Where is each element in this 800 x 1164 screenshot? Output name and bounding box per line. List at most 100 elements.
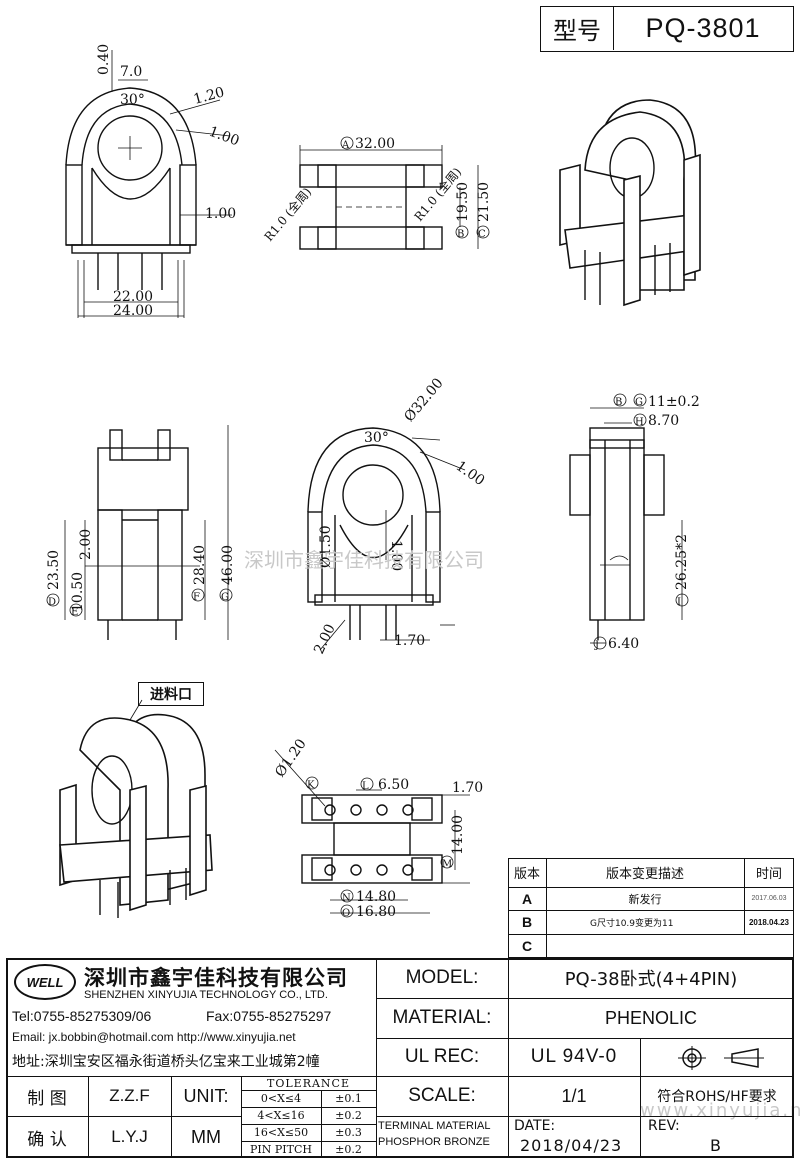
right-dim-2: 26.25*2 — [674, 534, 690, 590]
rev-row-b-desc: G尺寸10.9变更为11 — [590, 918, 674, 929]
tol-range-2: 16<X≤50 — [253, 1126, 309, 1139]
right-marker-j: J — [594, 640, 599, 651]
bottom-dim-5: 16.80 — [356, 904, 396, 920]
company-name-en: SHENZHEN XINYUJIA TECHNOLOGY CO., LTD. — [84, 989, 328, 1001]
model-label: MODEL: — [405, 967, 479, 988]
material-value: PHENOLIC — [604, 1007, 698, 1028]
right-dim-0: 11±0.2 — [648, 394, 700, 410]
terminal-material-label: TERMINAL MATERIAL — [378, 1120, 491, 1132]
company-name-cn: 深圳市鑫宇佳科技有限公司 — [84, 966, 348, 990]
mid-marker-c: C — [478, 229, 486, 240]
bottom-marker-l: L — [362, 781, 369, 792]
mid-marker-a: A — [341, 140, 350, 151]
projection-symbol-icon — [678, 1046, 764, 1070]
mid-dim-0: 32.00 — [355, 136, 395, 152]
side-dim-0: 23.50 — [46, 550, 62, 590]
tol-value-2: ±0.3 — [335, 1126, 362, 1139]
center-dim-6: 1.70 — [394, 633, 425, 649]
front-dim-5: 1.00 — [205, 206, 236, 222]
model-header: 型号 PQ-3801 — [540, 6, 794, 52]
right-marker-i: I — [677, 597, 681, 608]
side-dim-4: 46.00 — [220, 545, 236, 585]
side-marker-d: D — [48, 597, 56, 608]
side-dim-3: 28.40 — [192, 545, 208, 585]
company-logo-text: WELL — [26, 974, 64, 990]
right-dim-3: 6.40 — [608, 636, 639, 652]
ulrec-label: UL REC: — [404, 1046, 480, 1067]
drawn-by: Z.Z.F — [109, 1086, 150, 1105]
bottom-dim-2: 1.70 — [452, 780, 483, 796]
right-marker-h: H — [635, 417, 644, 428]
checked-by: L.Y.J — [111, 1127, 148, 1146]
iso-view-bottom-left — [59, 699, 213, 918]
right-marker-b: B — [615, 397, 622, 408]
right-marker-g: G — [635, 397, 643, 408]
rev-label: REV: — [648, 1118, 680, 1134]
tol-range-0: 0<X≤4 — [260, 1092, 302, 1105]
feed-inlet-label: 进料口 — [150, 687, 192, 703]
terminal-material-value: PHOSPHOR BRONZE — [378, 1136, 490, 1148]
tol-value-1: ±0.2 — [335, 1109, 362, 1122]
mid-dim-3: 19.50 — [455, 182, 471, 222]
tol-range-1: 4<X≤16 — [257, 1109, 305, 1122]
rev-header-version: 版本 — [513, 867, 540, 882]
bottom-dim-0: Ø1.20 — [272, 736, 310, 780]
model-value: PQ-38卧式(4+4PIN) — [564, 969, 738, 990]
center-dim-2: 1.00 — [453, 458, 488, 489]
rev-row-a-date: 2017.06.03 — [751, 895, 787, 902]
company-email: Email: jx.bobbin@hotmail.com http://www.… — [12, 1030, 296, 1044]
side-marker-f: F — [193, 592, 200, 603]
front-dim-4: 1.00 — [207, 124, 242, 150]
date-value: 2018/04/23 — [520, 1136, 623, 1155]
side-dim-2: 10.50 — [70, 572, 86, 612]
unit-value: MM — [191, 1126, 221, 1147]
center-dim-3: 1.00 — [388, 540, 404, 571]
rev-header-desc: 版本变更描述 — [605, 867, 684, 882]
watermark-company: 深圳市鑫宇佳科技有限公司 — [244, 548, 484, 572]
front-dim-0: 0.40 — [96, 44, 112, 75]
side-view-left: D 23.50 2.00 E 10.50 F 28.40 G 46.00 — [46, 425, 236, 640]
tol-value-0: ±0.1 — [335, 1092, 362, 1105]
rev-row-b-rev: B — [521, 914, 533, 930]
rev-row-c-rev: C — [521, 938, 533, 954]
date-label: DATE: — [514, 1118, 556, 1134]
bottom-marker-n: N — [342, 893, 351, 904]
rev-row-a-desc: 新发行 — [628, 892, 662, 906]
watermark-url: www.xinyujia.net — [640, 1100, 800, 1121]
rev-header-date: 时间 — [755, 867, 782, 882]
front-dim-7: 24.00 — [113, 303, 153, 319]
mid-marker-b: B — [457, 229, 464, 240]
rev-row-a-rev: A — [521, 890, 533, 907]
title-block: WELL 深圳市鑫宇佳科技有限公司 SHENZHEN XINYUJIA TECH… — [6, 958, 794, 1158]
front-dim-1: 7.0 — [120, 64, 142, 80]
revision-table: 版本 版本变更描述 时间 A 新发行 2017.06.03 B G尺寸10.9变… — [508, 858, 794, 958]
rohs-note: 符合ROHS/HF要求 — [657, 1089, 777, 1105]
bottom-dim-1: 6.50 — [378, 777, 409, 793]
drawn-label: 制 图 — [27, 1088, 67, 1109]
feed-inlet-callout: 进料口 — [138, 682, 204, 706]
model-header-label: 型号 — [541, 7, 614, 50]
bottom-view: K Ø1.20 L 6.50 1.70 M 14.00 N 14.80 O 16… — [272, 736, 483, 920]
part-number: PQ-3801 — [645, 13, 761, 43]
iso-view-top-right — [559, 99, 701, 307]
side-dim-1: 2.00 — [78, 529, 94, 560]
bottom-marker-m: M — [442, 859, 452, 870]
rev-row-b-date: 2018.04.23 — [748, 917, 790, 927]
right-dim-1: 8.70 — [648, 413, 679, 429]
center-view: Ø32.00 30° 1.00 1.00 Ø1.50 2.00 1.70 — [307, 375, 488, 657]
tol-value-3: ±0.2 — [335, 1143, 362, 1156]
center-dim-5: 2.00 — [311, 622, 339, 657]
side-marker-e: E — [71, 607, 78, 618]
company-tel: Tel:0755-85275309/06 — [12, 1008, 152, 1024]
unit-label: UNIT: — [183, 1085, 229, 1106]
right-view: B G 11±0.2 H 8.70 I 26.25*2 J 6.40 — [569, 393, 700, 652]
bottom-marker-k: K — [307, 780, 315, 791]
bottom-marker-o: O — [342, 908, 350, 919]
mid-dim-4: 21.50 — [476, 182, 492, 222]
front-view: 0.40 7.0 30° 1.20 1.00 1.00 22.00 24.00 — [65, 44, 242, 319]
tolerance-label: TOLERANCE — [267, 1076, 350, 1090]
mid-dim-1: R1.0 (全周) — [261, 184, 314, 244]
bottom-dim-4: 14.80 — [356, 889, 396, 905]
scale-value: 1/1 — [561, 1085, 587, 1106]
